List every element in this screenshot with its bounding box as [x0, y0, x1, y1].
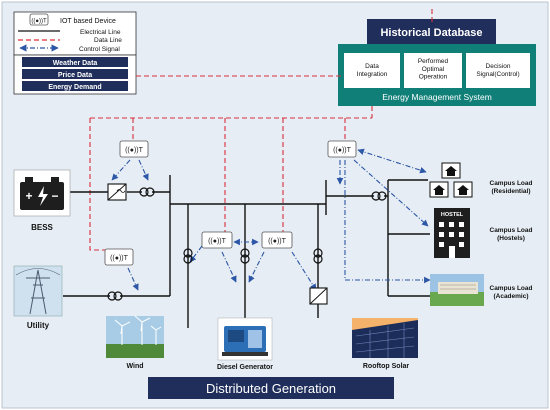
control-iot3-to-wind	[189, 245, 203, 263]
iot-device-campus-glyph: ((●))T	[333, 147, 352, 154]
ems-label: Energy Management System	[382, 92, 492, 102]
hostel-building-icon: HOSTEL	[434, 208, 470, 258]
energy-demand-label: Energy Demand	[48, 84, 101, 91]
ems-box-decision-signal	[466, 53, 530, 88]
iot-devices: ((●))T ((●))T ((●))T ((●))T ((●))T	[104, 140, 357, 266]
weather-data-label: Weather Data	[53, 60, 98, 67]
diesel-label: Diesel Generator	[217, 364, 273, 371]
bess-battery-icon: + −	[13, 169, 71, 217]
diesel-generator-image	[217, 317, 273, 361]
control-iot2-to-utility	[127, 267, 139, 291]
transformer-bess	[139, 187, 155, 197]
legend-electrical-label: Electrical Line	[80, 29, 121, 36]
iot-device-wind-diesel	[201, 231, 233, 249]
academic-building-image	[430, 274, 484, 306]
utility-tower-image	[13, 265, 63, 317]
wind-turbine-image	[106, 315, 164, 358]
bess-label: BESS	[31, 223, 53, 232]
ems-box-optimal-operation	[404, 53, 462, 88]
control-iot3-to-diesel	[221, 251, 237, 283]
electrical-lines	[63, 175, 430, 328]
legend-iot-glyph: ((●))T	[31, 19, 47, 25]
historical-database-box	[367, 19, 496, 44]
control-iot5-to-academic	[344, 160, 431, 284]
hostels-load-label: Campus Load(Hostels)	[490, 227, 533, 242]
transformer-diesel	[240, 248, 250, 264]
svg-text:+: +	[25, 189, 32, 203]
residential-load-label: Campus Load(Residential)	[490, 180, 533, 195]
data-lines	[89, 6, 433, 251]
distributed-generation-title: Distributed Generation	[206, 381, 336, 396]
control-iot4-to-solar	[291, 251, 317, 291]
iot-device-diesel-solar-glyph: ((●))T	[268, 238, 287, 245]
transformers	[107, 187, 387, 301]
control-iot1-to-bess	[111, 159, 131, 181]
svg-text:−: −	[51, 189, 58, 203]
iot-device-bess-glyph: ((●))T	[125, 147, 144, 154]
weather-data-box	[22, 57, 128, 67]
legend-iot-label: IOT based Device	[60, 18, 116, 25]
ems-box-data-integration	[344, 53, 400, 88]
control-iot1-to-transformer	[138, 159, 149, 181]
solar-label: Rooftop Solar	[363, 363, 410, 370]
residential-house-icons	[429, 162, 473, 198]
legend: ((●))T IOT based Device Electrical Line …	[13, 11, 137, 56]
data-line-to-bess-iot	[89, 118, 105, 251]
iot-device-utility-glyph: ((●))T	[110, 255, 129, 262]
control-signals	[111, 148, 431, 291]
inverter-solar	[309, 287, 328, 305]
academic-load-label: Campus Load(Academic)	[490, 285, 533, 300]
transformer-wind	[183, 248, 193, 264]
iot-device-diesel-solar	[261, 231, 293, 249]
historical-database-title: Historical Database	[380, 27, 482, 39]
legend-control-label: Control Signal	[79, 46, 120, 53]
legend-iot-icon	[29, 13, 49, 26]
rooftop-solar-image	[352, 318, 418, 358]
control-iot4-to-diesel	[248, 251, 265, 283]
price-data-box	[22, 69, 128, 79]
transformer-solar	[313, 248, 323, 264]
utility-label: Utility	[27, 321, 50, 330]
distributed-generation-banner	[148, 377, 394, 399]
iot-device-campus	[327, 140, 357, 158]
energy-demand-box	[22, 81, 128, 91]
transformer-utility	[107, 291, 123, 301]
control-iot5-to-hostels	[353, 159, 429, 227]
inverter-bess	[107, 183, 127, 201]
price-data-label: Price Data	[58, 72, 92, 79]
legend-data-label: Data Line	[94, 37, 122, 44]
transformer-campus	[371, 191, 387, 201]
data-inputs: Weather Data Price Data Energy Demand	[13, 54, 137, 95]
iot-device-utility	[104, 248, 134, 266]
hostel-sign: HOSTEL	[441, 212, 464, 218]
control-iot5-to-residential	[357, 148, 427, 174]
wind-label: Wind	[126, 363, 143, 370]
iot-device-bess	[119, 140, 149, 158]
iot-device-wind-diesel-glyph: ((●))T	[208, 238, 227, 245]
